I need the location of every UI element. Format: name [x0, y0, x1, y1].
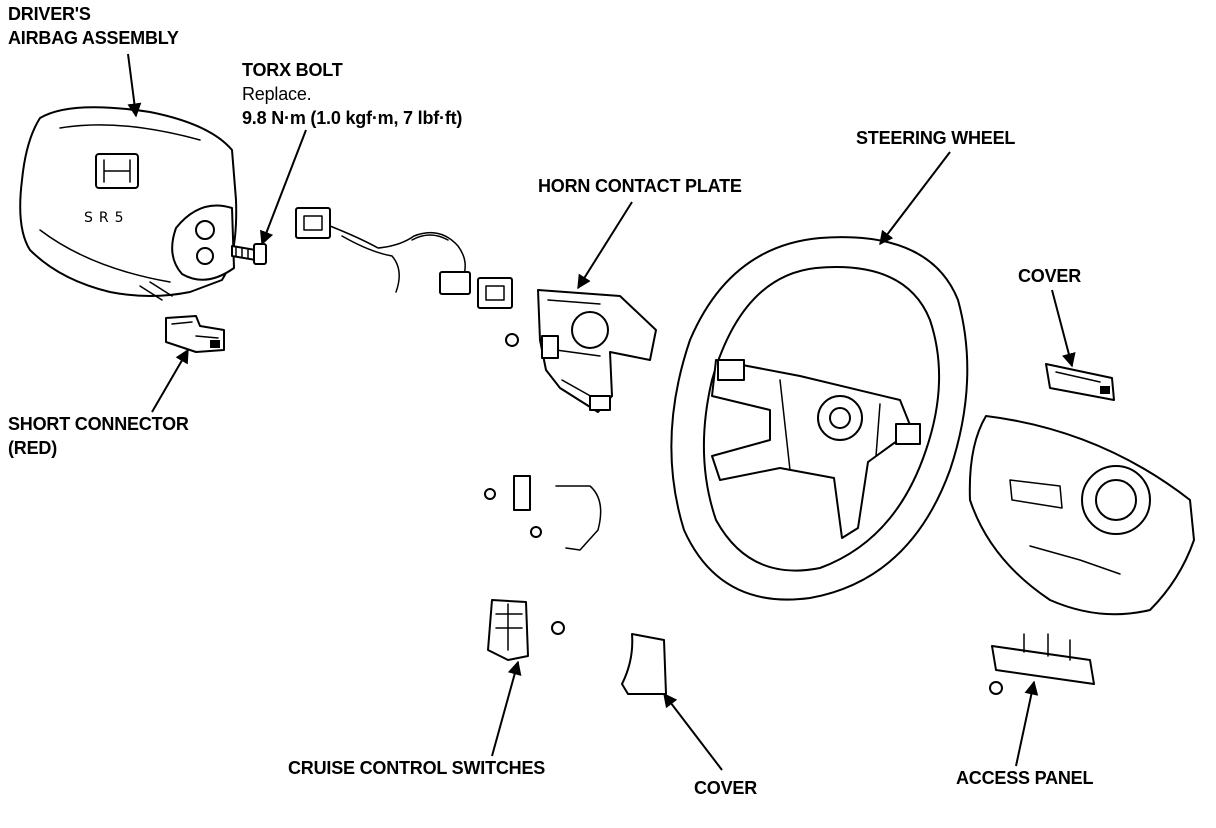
label-cover-bottom: COVER: [694, 778, 758, 798]
cover-right-part: [1045, 363, 1115, 401]
cruise-control-switches: [487, 599, 565, 661]
cover-bottom-part: [621, 633, 667, 695]
leader-horn-plate: [577, 201, 633, 290]
access-panel-part: [989, 633, 1095, 695]
leader-cover-bottom: [663, 692, 723, 771]
airbag-assembly: SR5: [19, 106, 238, 301]
leader-cover-right: [1051, 289, 1076, 368]
short-connector: [165, 315, 225, 353]
steering-wheel: [670, 236, 969, 601]
horn-contact-plate: [505, 289, 657, 413]
label-horn-contact-plate: HORN CONTACT PLATE: [538, 176, 742, 196]
label-cover-right: COVER: [1018, 266, 1082, 286]
label-cruise-control: CRUISE CONTROL SWITCHES: [288, 758, 546, 778]
label-short-connector-line1: SHORT CONNECTOR: [8, 414, 189, 434]
label-torx-replace: Replace.: [242, 84, 312, 104]
leader-torx: [260, 129, 307, 246]
wire-harness: [295, 207, 513, 309]
leader-short-connector: [151, 348, 189, 413]
label-steering-wheel: STEERING WHEEL: [856, 128, 1016, 148]
leader-lines: [127, 53, 1076, 771]
label-airbag-line1: DRIVER'S: [8, 4, 91, 24]
label-torx-title: TORX BOLT: [242, 60, 343, 80]
cruise-control-harness: [484, 475, 602, 551]
label-access-panel: ACCESS PANEL: [956, 768, 1094, 788]
airbag-badge: SR5: [84, 210, 130, 226]
rear-cover: [968, 415, 1195, 616]
leader-steering-wheel: [879, 151, 951, 246]
label-torx-torque: 9.8 N·m (1.0 kgf·m, 7 lbf·ft): [242, 108, 463, 128]
label-airbag-line2: AIRBAG ASSEMBLY: [8, 28, 179, 48]
leader-cruise: [491, 660, 522, 757]
leader-access-panel: [1015, 680, 1039, 767]
label-short-connector-line2: (RED): [8, 438, 57, 458]
torx-bolt: [231, 243, 267, 265]
leader-airbag: [127, 53, 142, 118]
